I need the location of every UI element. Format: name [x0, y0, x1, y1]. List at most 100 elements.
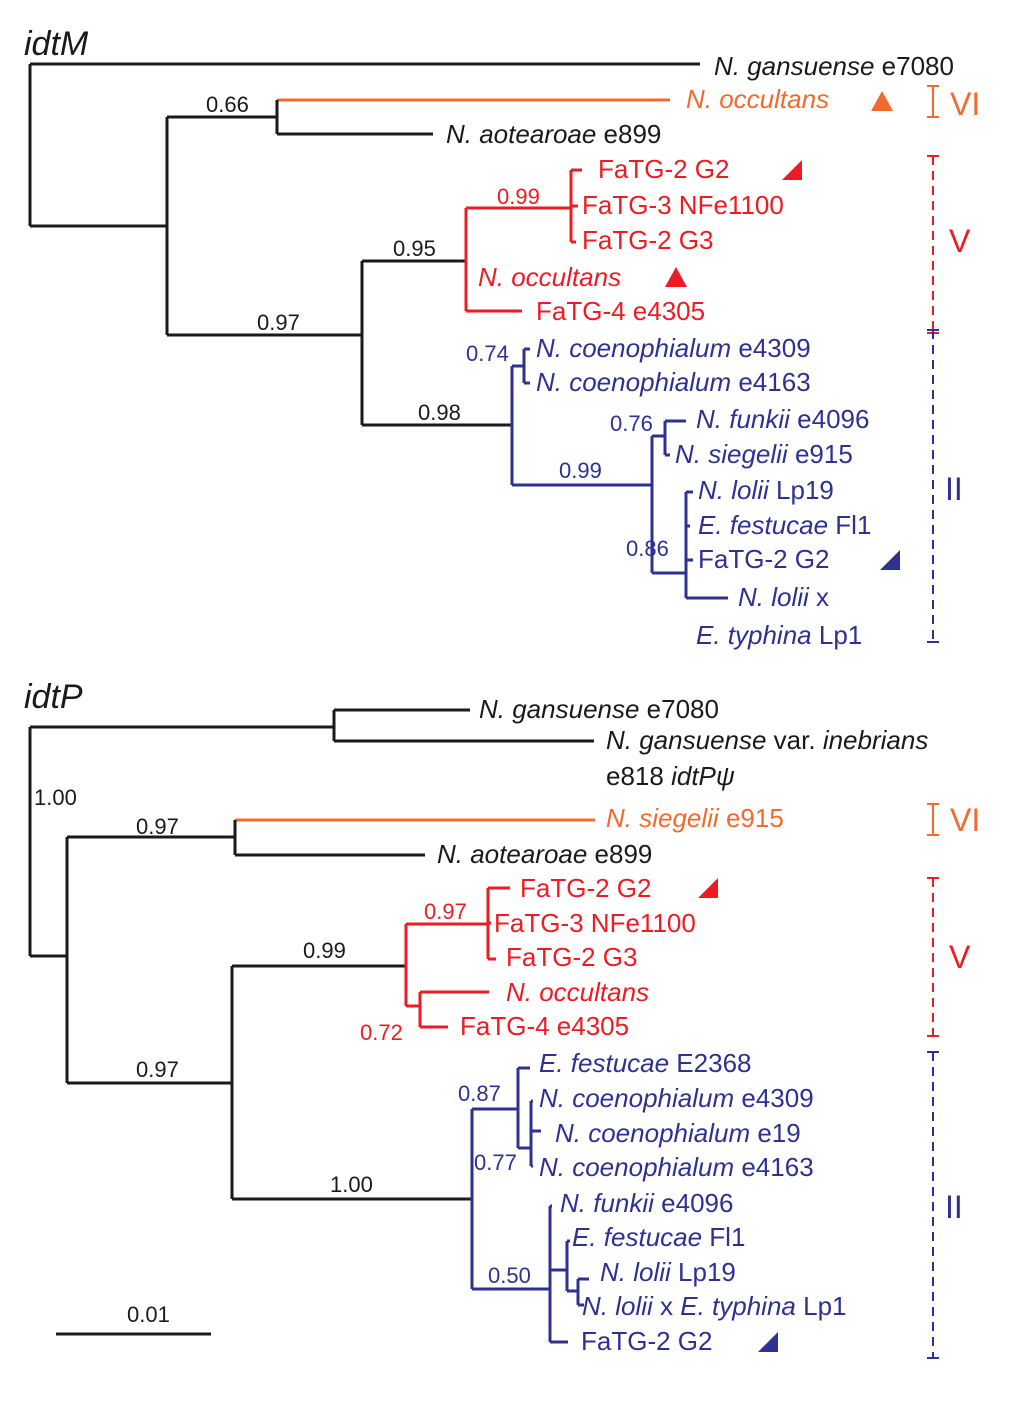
tip-label: N. occultans: [506, 977, 649, 1007]
support-value: 0.50: [488, 1263, 531, 1288]
tip-label: e818 idtPψ: [606, 761, 735, 791]
tip-label-part: e7080: [874, 51, 954, 81]
support-value: 0.97: [136, 814, 179, 839]
branch: [486, 886, 510, 961]
support-value: 0.97: [257, 310, 300, 335]
tip-label-part: FaTG-3 NFe1100: [582, 190, 784, 220]
tip-label: N. coenophialum e4163: [536, 367, 811, 397]
tip-label-part: E. festucae: [539, 1048, 669, 1078]
support-value: 0.86: [626, 536, 669, 561]
branch: [569, 168, 582, 244]
tip-markers: [665, 91, 900, 1352]
tip-label-part: inebrians: [823, 725, 929, 755]
filled-triangle-icon: [871, 91, 893, 111]
tip-label-part: N. funkii: [560, 1188, 655, 1218]
tip-label: FaTG-4 e4305: [536, 296, 705, 326]
tip-label-part: idtPψ: [671, 761, 735, 791]
tip-label-part: Lp1: [796, 1291, 847, 1321]
tip-label-part: e915: [719, 803, 784, 833]
branch: [233, 820, 425, 857]
tip-label: N. aotearoae e899: [446, 119, 661, 149]
tip-label-part: N. occultans: [506, 977, 649, 1007]
tip-label-part: N. gansuense: [606, 725, 766, 755]
support-value: 1.00: [330, 1172, 373, 1197]
tip-label: FaTG-4 e4305: [460, 1011, 629, 1041]
tip-label-part: e19: [750, 1118, 801, 1148]
tip-label: FaTG-2 G3: [582, 225, 713, 255]
tip-label-part: N. coenophialum: [539, 1083, 734, 1113]
tip-label-part: N. occultans: [686, 84, 829, 114]
tip-label-part: N. coenophialum: [555, 1118, 750, 1148]
tip-label-part: N. aotearoae: [437, 839, 587, 869]
tip-label-part: E. festucae: [572, 1222, 702, 1252]
tip-label: N. siegelii e915: [675, 439, 853, 469]
tip-label-part: x: [653, 1291, 680, 1321]
clade-label-v: V: [949, 223, 971, 259]
tip-label: FaTG-2 G2: [581, 1326, 712, 1356]
branch: [650, 434, 686, 575]
tip-label: N. coenophialum e4163: [539, 1152, 814, 1182]
tip-label-part: e915: [788, 439, 853, 469]
tip-label: FaTG-2 G2: [698, 544, 829, 574]
tip-label: N. occultans: [478, 262, 621, 292]
tip-label-part: E. festucae: [698, 510, 828, 540]
tip-label: E. typhina Lp1: [696, 620, 862, 650]
tip-label: N. lolii x E. typhina Lp1: [582, 1291, 847, 1321]
branch: [28, 725, 334, 958]
tip-label-part: N. gansuense: [714, 51, 874, 81]
tree-title: idtM: [24, 25, 89, 63]
tip-label-part: E. typhina: [680, 1291, 796, 1321]
tip-label: FaTG-2 G3: [506, 942, 637, 972]
tree-labels: idtM N. gansuense e7080 N. occultans N. aot…: [24, 25, 980, 1356]
tip-label-part: Lp1: [812, 620, 863, 650]
branch: [360, 259, 512, 427]
right-triangle-icon: [880, 550, 900, 570]
tip-label: N. gansuense var. inebrians: [606, 725, 928, 755]
tip-label-part: E2368: [669, 1048, 751, 1078]
filled-triangle-icon: [665, 267, 687, 287]
tip-label-part: N. gansuense: [479, 694, 639, 724]
right-triangle-icon: [758, 1332, 778, 1352]
branch: [470, 1107, 550, 1291]
tip-label-part: FaTG-3 NFe1100: [494, 908, 696, 938]
support-value: 0.97: [424, 899, 467, 924]
branch: [510, 364, 652, 487]
branch: [28, 62, 700, 228]
clade-label-v: V: [949, 939, 971, 975]
branch: [516, 1066, 531, 1150]
tip-label: E. festucae Fl1: [698, 510, 871, 540]
support-value: 0.76: [610, 411, 653, 436]
tip-label-part: e7080: [639, 694, 719, 724]
tip-label-part: var.: [766, 725, 822, 755]
support-value: 0.99: [497, 184, 540, 209]
tip-label-part: N. coenophialum: [536, 367, 731, 397]
tip-label-part: e4163: [734, 1152, 814, 1182]
clade-label-ii: II: [945, 471, 963, 507]
tip-label-part: N. siegelii: [606, 803, 720, 833]
support-value: 0.74: [466, 341, 509, 366]
tip-label-part: e4096: [790, 404, 870, 434]
tip-label: N. gansuense e7080: [479, 694, 719, 724]
tip-label-part: e818: [606, 761, 671, 791]
branch: [332, 708, 594, 743]
tip-label: E. festucae Fl1: [572, 1222, 745, 1252]
tip-label-part: e899: [587, 839, 652, 869]
tip-label: N. coenophialum e4309: [536, 333, 811, 363]
tip-label-part: Fl1: [828, 510, 871, 540]
clade-label-vi: VI: [950, 86, 980, 122]
support-value: 0.98: [418, 400, 461, 425]
clade-label-vi: VI: [950, 802, 980, 838]
tip-label: FaTG-2 G2: [598, 154, 729, 184]
tip-label-part: N. coenophialum: [539, 1152, 734, 1182]
tip-label: N. occultans: [686, 84, 829, 114]
tip-label-part: FaTG-2 G3: [506, 942, 637, 972]
tip-label-part: N. siegelii: [675, 439, 789, 469]
tip-label: N. lolii Lp19: [600, 1257, 736, 1287]
tip-label: FaTG-3 NFe1100: [582, 190, 784, 220]
tip-label-part: N. lolii: [582, 1291, 654, 1321]
tip-label: FaTG-3 NFe1100: [494, 908, 696, 938]
support-value: 0.77: [474, 1150, 517, 1175]
branch: [65, 835, 235, 1085]
support-value: 1.00: [34, 785, 77, 810]
